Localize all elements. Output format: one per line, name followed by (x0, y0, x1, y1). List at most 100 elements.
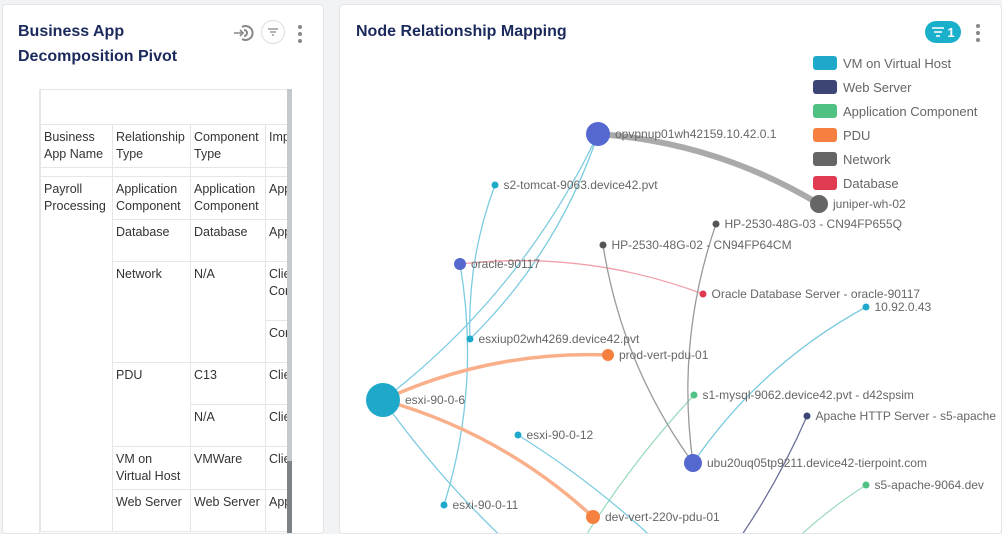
graph-node-label: ubu20uq05tp9211.device42-tierpoint.com (707, 456, 927, 470)
table-cell[interactable]: Database (112, 218, 191, 262)
graph-edge (602, 244, 694, 464)
graph-node[interactable] (684, 454, 702, 472)
graph-node[interactable] (586, 122, 610, 146)
table-cell[interactable]: Database (190, 218, 266, 262)
panel-title: Business App Decomposition Pivot (18, 23, 178, 65)
graph-edge (382, 352, 609, 402)
legend-label: Database (843, 175, 899, 191)
graph-node[interactable] (454, 258, 466, 270)
table-cell[interactable]: App Cor (265, 175, 289, 220)
graph-node-label: Apache HTTP Server - s5-apache (816, 409, 997, 423)
graph-node-label: opvpnup01wh42159.10.42.0.1 (615, 127, 777, 141)
legend-item[interactable]: Application Component (813, 99, 977, 123)
graph-node[interactable] (862, 481, 870, 489)
graph-node[interactable] (803, 412, 811, 420)
graph-node[interactable] (599, 241, 607, 249)
legend-label: Network (843, 151, 891, 167)
graph-node[interactable] (440, 501, 448, 509)
table-cell[interactable]: Cor Swi (265, 319, 289, 363)
business-app-pivot-panel: Business App Decomposition Pivot Busines… (2, 4, 324, 534)
table-cell[interactable]: N/A (190, 260, 266, 363)
legend-label: Web Server (843, 79, 912, 95)
graph-node[interactable] (514, 431, 522, 439)
graph-node[interactable] (586, 510, 600, 524)
graph-node-label: esxi-90-0-11 (453, 498, 519, 512)
graph-edge (801, 484, 867, 533)
table-cell[interactable]: VMWare (190, 445, 266, 490)
table-cell[interactable]: Clie with Cor (265, 260, 289, 321)
graph-node-label: s2-tomcat-9063.device42.pvt (504, 178, 659, 192)
legend-item[interactable]: PDU (813, 123, 977, 147)
table-cell[interactable]: App Cor (265, 218, 289, 262)
legend-item[interactable]: Database (813, 171, 977, 195)
table-cell[interactable]: Clie with (265, 403, 289, 447)
graph-node[interactable] (810, 195, 828, 213)
legend-swatch (813, 80, 837, 94)
graph-edge (459, 259, 704, 295)
table-cell[interactable]: Web Server (112, 488, 191, 532)
pivot-table: Business App Name Relationship Type Comp… (39, 89, 289, 533)
more-vertical-icon[interactable] (298, 25, 302, 43)
table-cell[interactable]: Payroll Processing (40, 175, 113, 532)
table-cell[interactable]: VM on Virtual Host (112, 445, 191, 490)
table-cell[interactable]: Clie with (265, 361, 289, 405)
graph-edge (586, 394, 695, 533)
graph-node-label: HP-2530-48G-03 - CN94FP655Q (725, 217, 902, 231)
legend-label: Application Component (843, 103, 978, 119)
table-cell[interactable]: C13 (190, 361, 266, 405)
reset-icon[interactable] (233, 23, 255, 48)
scrollbar-thumb[interactable] (287, 461, 292, 533)
graph-node-label: s5-apache-9064.dev (875, 478, 984, 492)
graph-node-label: esxi-90-0-12 (527, 428, 594, 442)
column-header[interactable]: Relationship Type (112, 123, 191, 168)
graph-node-label: esxi-90-0-6 (405, 393, 465, 407)
graph-node-label: dev-vert-220v-pdu-01 (605, 510, 720, 524)
legend-item[interactable]: VM on Virtual Host (813, 51, 977, 75)
graph-edge (692, 306, 867, 464)
graph-node-label: prod-vert-pdu-01 (619, 348, 709, 362)
legend-label: VM on Virtual Host (843, 55, 952, 71)
table-cell[interactable]: Web Server (190, 488, 266, 532)
graph-node[interactable] (366, 383, 400, 417)
column-header[interactable]: Component Type (190, 123, 266, 168)
graph-node[interactable] (699, 290, 707, 298)
table-cell[interactable]: Application Component (112, 175, 191, 220)
legend-item[interactable]: Network (813, 147, 977, 171)
legend-swatch (813, 56, 837, 70)
column-header[interactable]: Business App Name (40, 123, 113, 168)
table-scrollbar[interactable] (287, 89, 292, 533)
graph-node-label: oracle-90117 (471, 257, 540, 271)
node-relationship-panel: Node Relationship Mapping 1 opvpnup01wh4… (339, 4, 1002, 534)
graph-node[interactable] (712, 220, 720, 228)
table-cell[interactable]: Network (112, 260, 191, 363)
graph-edge (687, 223, 717, 464)
table-cell[interactable]: App Cor (265, 488, 289, 532)
graph-node[interactable] (602, 349, 614, 361)
relationship-graph[interactable]: opvpnup01wh42159.10.42.0.1 s2-tomcat-9063… (340, 5, 1002, 534)
table-cell[interactable]: Application Component (190, 175, 266, 220)
graph-node-label: Oracle Database Server - oracle-90117 (712, 287, 921, 301)
legend-swatch (813, 104, 837, 118)
column-header[interactable]: Imp Rea (265, 123, 289, 168)
graph-node-label: HP-2530-48G-02 - CN94FP64CM (612, 238, 792, 252)
table-cell[interactable]: PDU (112, 361, 191, 447)
graph-node[interactable] (862, 303, 870, 311)
table-row: Cor Swi (41, 319, 289, 363)
more-vertical-icon[interactable] (976, 24, 980, 42)
filter-icon[interactable] (261, 20, 285, 44)
graph-edge (742, 415, 808, 533)
panel-title: Node Relationship Mapping (356, 23, 567, 40)
table-cell[interactable]: N/A (190, 403, 266, 447)
graph-node[interactable] (690, 391, 698, 399)
legend-swatch (813, 176, 837, 190)
table-cell[interactable]: Clie (265, 445, 289, 490)
graph-node-label: s1-mysql-9062.device42.pvt - d42spsim (703, 388, 914, 402)
graph-node[interactable] (491, 181, 499, 189)
graph-edge (443, 263, 469, 506)
graph-node-label: juniper-wh-02 (832, 197, 906, 211)
filter-button[interactable]: 1 (925, 21, 961, 43)
graph-node[interactable] (466, 335, 474, 343)
legend-item[interactable]: Web Server (813, 75, 977, 99)
